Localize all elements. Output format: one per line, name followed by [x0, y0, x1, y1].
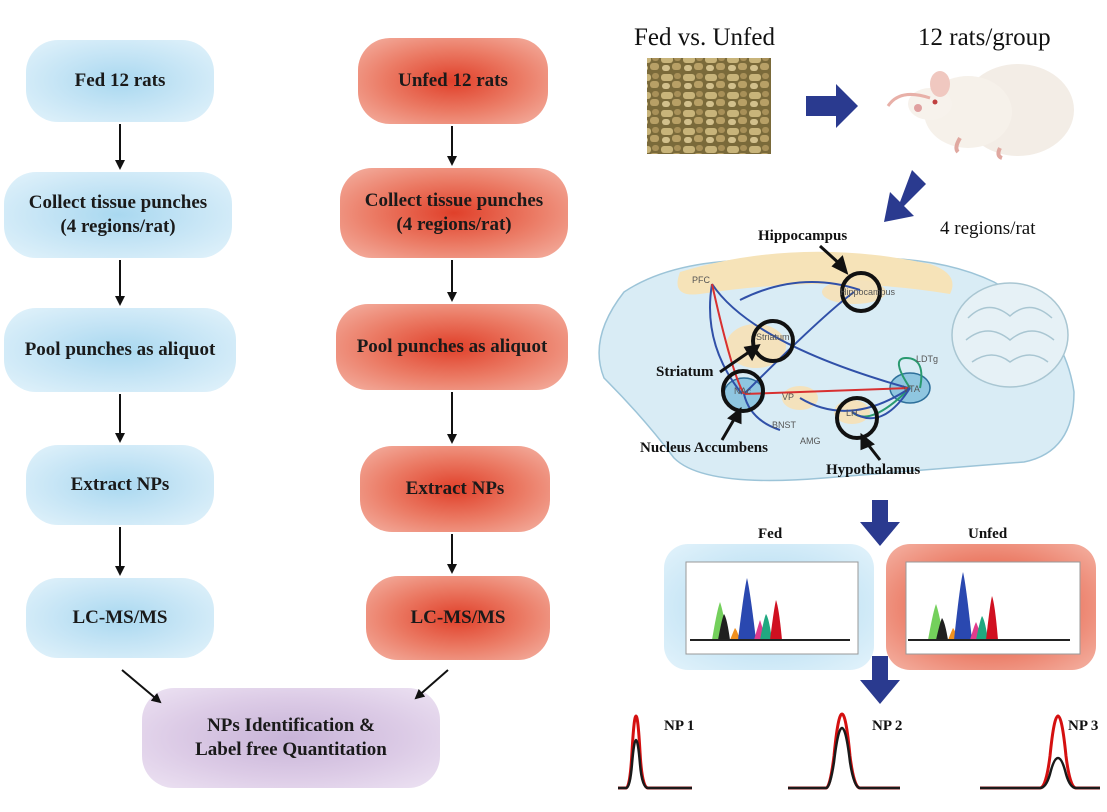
fed-arrow-final	[121, 669, 162, 704]
fed-step-3-label: Pool punches as aliquot	[24, 339, 216, 361]
unfed-step-1: Unfed 12 rats	[358, 38, 548, 124]
cerebellum	[951, 282, 1069, 388]
atlas-label-pfc: PFC	[692, 275, 711, 285]
atlas-label-striatum: Striatum	[756, 332, 790, 342]
nucleus-accumbens-label: Nucleus Accumbens	[640, 440, 768, 456]
atlas-label-lh: LH	[846, 408, 858, 418]
fed-step-2-label: Collect tissue punches (4 regions/rat)	[28, 192, 208, 237]
unfed-step-5: LC-MS/MS	[366, 576, 550, 660]
atlas-label-amg: AMG	[800, 436, 821, 446]
final-step-box: NPs Identification & Label free Quantita…	[142, 688, 440, 788]
nac-circle	[721, 369, 765, 413]
striatum-label: Striatum	[656, 364, 714, 380]
fed-step-5-label: LC-MS/MS	[72, 607, 168, 629]
striatum-circle	[751, 319, 795, 363]
fed-panel-label: Fed	[758, 526, 783, 542]
np3-label: NP 3	[1068, 718, 1099, 734]
fed-step-3: Pool punches as aliquot	[4, 308, 236, 392]
rats-per-group-title: 12 rats/group	[918, 24, 1051, 51]
unfed-step-2: Collect tissue punches (4 regions/rat)	[340, 168, 568, 258]
hypothalamus-circle	[835, 396, 879, 440]
unfed-arrows	[414, 126, 457, 700]
blue-arrow-down-1	[860, 500, 900, 546]
fed-step-2: Collect tissue punches (4 regions/rat)	[4, 172, 232, 258]
blue-arrow-diag	[884, 170, 926, 222]
final-step-label: NPs Identification & Label free Quantita…	[195, 715, 387, 760]
unfed-step-4: Extract NPs	[360, 446, 550, 532]
np1-label: NP 1	[664, 718, 695, 734]
fed-step-1-label: Fed 12 rats	[74, 70, 166, 92]
fed-step-1: Fed 12 rats	[26, 40, 214, 122]
np1-trace	[618, 714, 692, 790]
unfed-step-3: Pool punches as aliquot	[336, 304, 568, 390]
atlas-label-bnst: BNST	[772, 420, 797, 430]
fed-step-4-label: Extract NPs	[70, 474, 170, 496]
fed-chromatogram	[685, 561, 859, 655]
unfed-step-2-label: Collect tissue punches (4 regions/rat)	[364, 190, 544, 235]
workflow-arrows	[806, 84, 926, 704]
unfed-step-3-label: Pool punches as aliquot	[356, 336, 548, 358]
unfed-panel-label: Unfed	[968, 526, 1008, 542]
fed-step-5: LC-MS/MS	[26, 578, 214, 658]
fed-step-4: Extract NPs	[26, 445, 214, 525]
atlas-label-nac: NAc	[734, 386, 752, 396]
unfed-chromatogram	[905, 561, 1081, 655]
np2-trace	[788, 712, 900, 790]
hypothalamus-label: Hypothalamus	[826, 462, 921, 478]
label-pointers	[719, 244, 882, 461]
atlas-labels: PFC Hippocampus Striatum NAc VP BNST AMG…	[692, 275, 938, 446]
atlas-label-vta: VTA	[903, 384, 920, 394]
atlas-label-hippocampus: Hippocampus	[840, 287, 896, 297]
blue-arrow-right	[806, 84, 858, 128]
atlas-label-ldtg: LDTg	[916, 354, 938, 364]
unfed-step-4-label: Extract NPs	[405, 478, 505, 500]
np3-trace	[980, 714, 1100, 790]
np2-label: NP 2	[872, 718, 903, 734]
blue-arrow-down-2	[860, 656, 900, 704]
region-circles	[721, 271, 882, 440]
hippocampus-label: Hippocampus	[758, 228, 848, 244]
unfed-step-1-label: Unfed 12 rats	[398, 70, 508, 92]
regions-per-rat-label: 4 regions/rat	[940, 218, 1036, 239]
unfed-step-5-label: LC-MS/MS	[410, 607, 506, 629]
atlas-label-vp: VP	[782, 392, 794, 402]
cortex-band	[677, 251, 953, 295]
fed-vs-unfed-title: Fed vs. Unfed	[634, 24, 775, 51]
hippocampus-circle	[840, 271, 882, 313]
fed-arrows	[115, 124, 162, 704]
unfed-arrow-final	[414, 669, 449, 700]
